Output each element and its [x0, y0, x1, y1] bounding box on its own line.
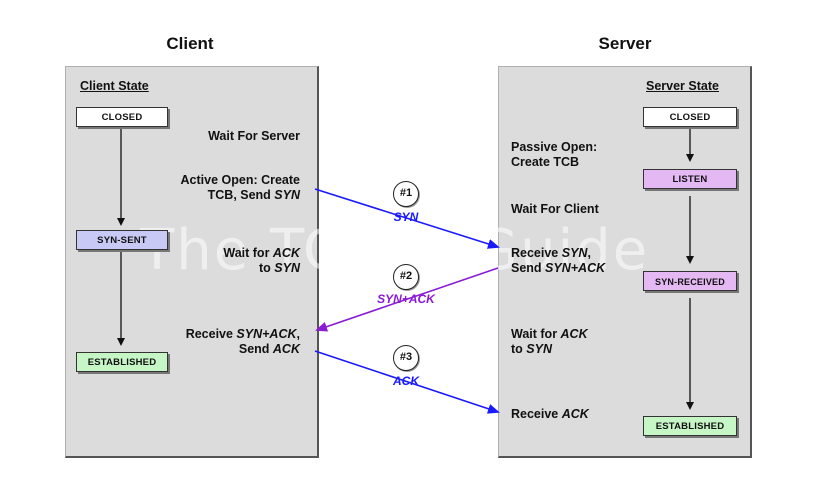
client-state-header: Client State — [80, 79, 149, 93]
server-state-listen: LISTEN — [643, 169, 737, 189]
message-2-number-badge: #2 — [393, 264, 419, 290]
server-state-established: ESTABLISHED — [643, 416, 737, 436]
server-note-receive-ack: Receive ACK — [511, 407, 589, 421]
server-note-wait-ack: Wait for ACK to SYN — [511, 327, 588, 356]
client-note-wait-ack: Wait for ACK to SYN — [223, 246, 300, 275]
client-panel — [65, 66, 319, 458]
server-state-closed: CLOSED — [643, 107, 737, 127]
server-state-header: Server State — [646, 79, 719, 93]
syn-message-arrow — [314, 188, 500, 249]
server-note-receive-syn: Receive SYN, Send SYN+ACK — [511, 246, 606, 275]
message-3-number-badge: #3 — [393, 345, 419, 371]
message-2-label: SYN+ACK — [377, 292, 435, 306]
server-panel — [498, 66, 752, 458]
client-state-syn-sent: SYN-SENT — [76, 230, 168, 250]
server-title: Server — [598, 34, 652, 53]
client-title: Client — [166, 34, 214, 53]
message-1-number-badge: #1 — [393, 181, 419, 207]
synack-message-arrow — [315, 267, 499, 332]
message-1-label: SYN — [393, 210, 419, 224]
client-note-active-open: Active Open: Create TCB, Send SYN — [180, 173, 300, 202]
server-state-syn-received: SYN-RECEIVED — [643, 271, 737, 291]
ack-message-arrow — [314, 350, 500, 414]
client-state-closed: CLOSED — [76, 107, 168, 127]
client-note-wait-server: Wait For Server — [208, 129, 300, 143]
client-note-receive-synack: Receive SYN+ACK, Send ACK — [185, 327, 300, 356]
server-note-wait-client: Wait For Client — [511, 202, 599, 216]
message-3-label: ACK — [393, 374, 419, 388]
server-note-passive-open: Passive Open: Create TCB — [511, 140, 598, 169]
client-state-established: ESTABLISHED — [76, 352, 168, 372]
